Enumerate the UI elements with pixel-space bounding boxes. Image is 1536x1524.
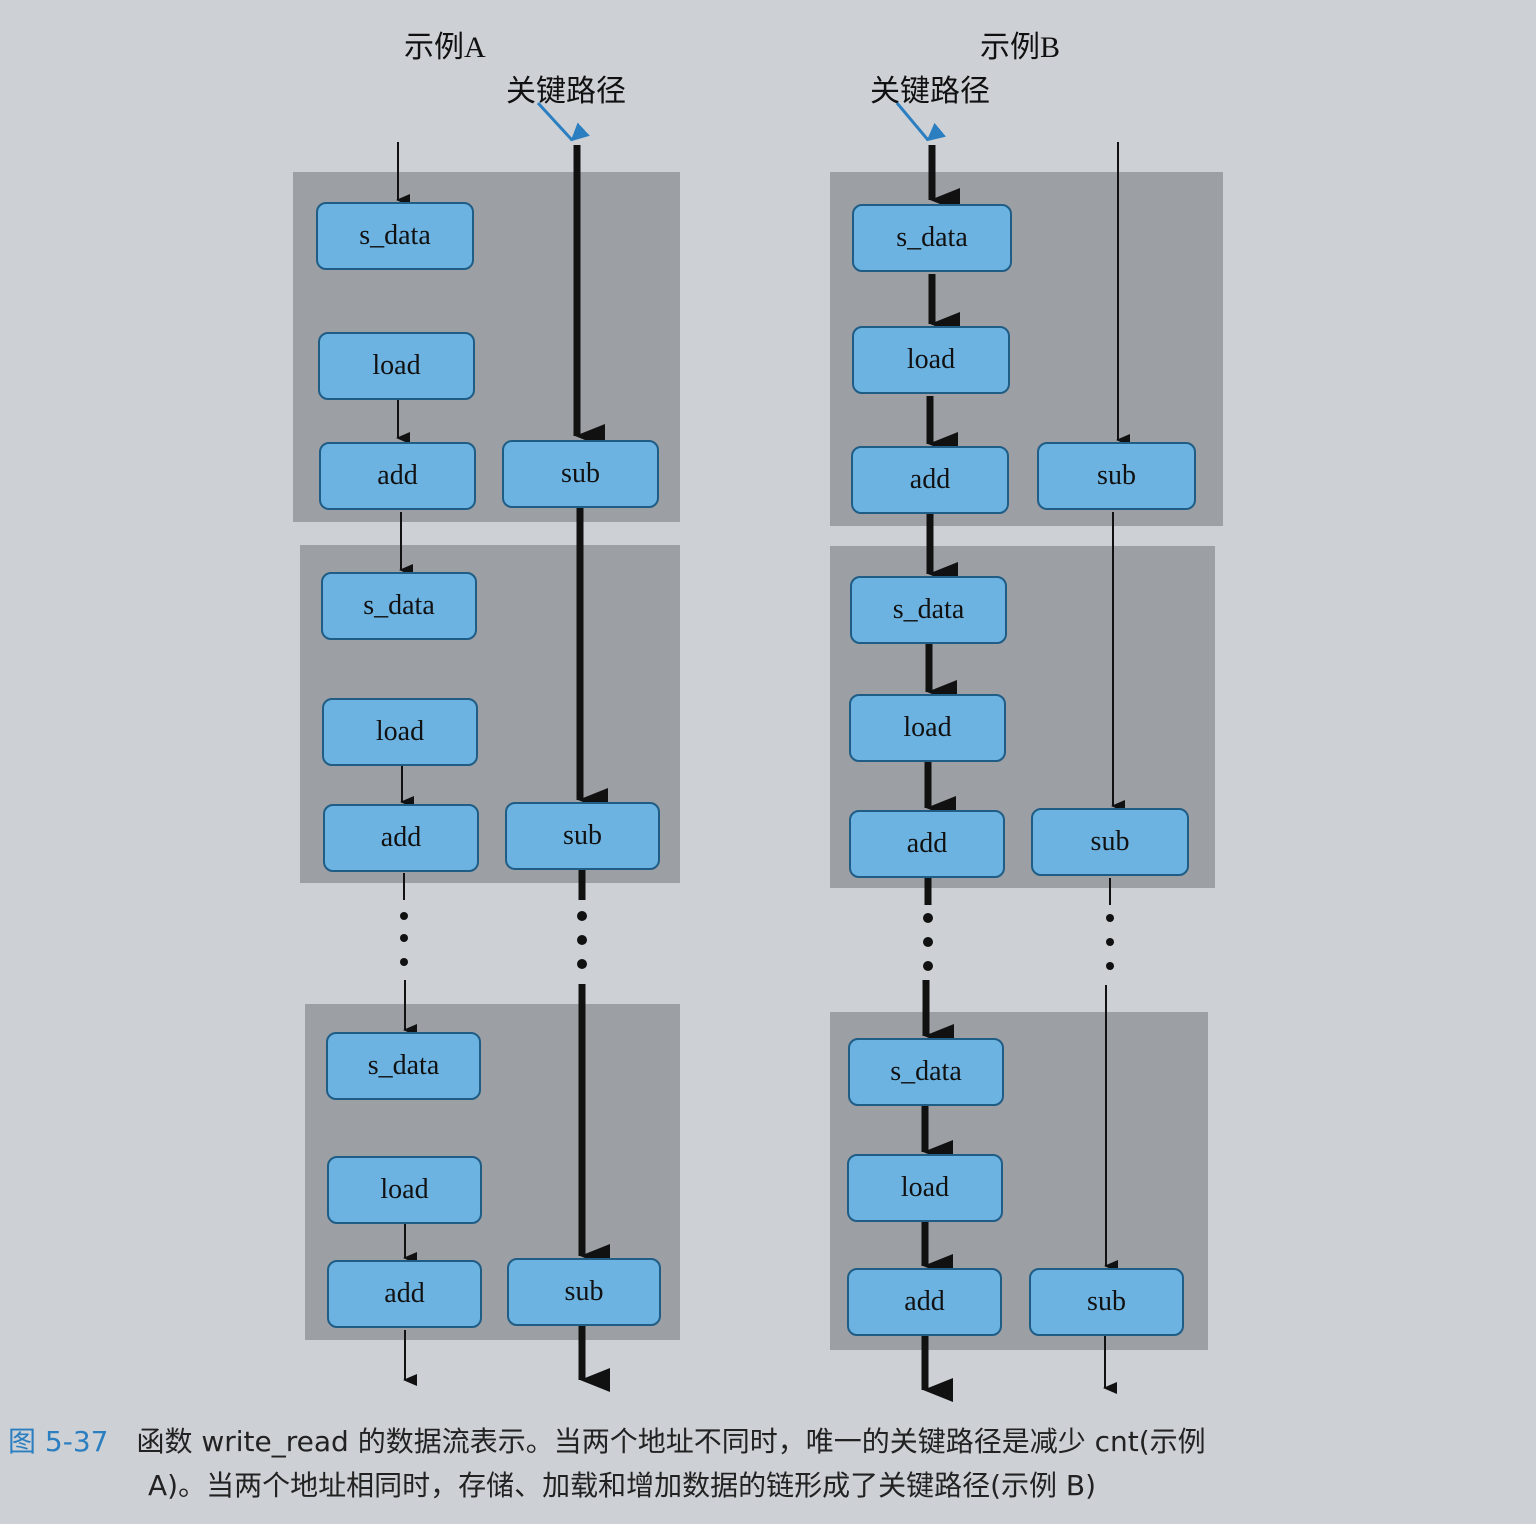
a2-add: add [323,804,479,872]
example-b-critical-dots [923,913,933,971]
b1-load: load [852,326,1010,394]
b2-sub: sub [1031,808,1189,876]
figure-number: 图 5-37 [8,1425,109,1458]
example-a-critical-label: 关键路径 [506,75,626,108]
example-b-title: 示例B [980,31,1061,64]
a1-sub: sub [502,440,659,508]
critical-pointer-a [536,101,590,142]
a3-s-data: s_data [326,1032,481,1100]
b1-sub: sub [1037,442,1196,510]
b3-sub: sub [1029,1268,1184,1336]
b2-load: load [849,694,1006,762]
a2-load: load [322,698,478,766]
b2-add: add [849,810,1005,878]
example-b-critical-path [921,145,960,1402]
figure-caption: 图 5-37 函数 write_read 的数据流表示。当两个地址不同时，唯一的关… [8,1420,1518,1508]
a2-s-data: s_data [321,572,477,640]
a3-sub: sub [507,1258,661,1326]
a1-s-data: s_data [316,202,474,270]
example-a-critical-path [573,145,610,1392]
example-a-critical-dots [577,911,587,969]
caption-text-1: 函数 write_read 的数据流表示。当两个地址不同时，唯一的关键路径是减少… [136,1425,1206,1458]
b1-add: add [851,446,1009,514]
a1-add: add [319,442,476,510]
example-a-data-chain [396,142,417,1386]
a3-add: add [327,1260,482,1328]
example-b-critical-label: 关键路径 [870,75,990,108]
caption-line-1: 图 5-37 函数 write_read 的数据流表示。当两个地址不同时，唯一的关… [8,1420,1518,1464]
example-a-title: 示例A [404,31,486,64]
example-a-data-dots [400,912,408,966]
caption-text-2: A)。当两个地址相同时，存储、加载和增加数据的链形成了关键路径(示例 B) [148,1469,1097,1502]
b3-load: load [847,1154,1003,1222]
caption-line-2: A)。当两个地址相同时，存储、加载和增加数据的链形成了关键路径(示例 B) [8,1464,1518,1508]
b2-s-data: s_data [850,576,1007,644]
a1-load: load [318,332,475,400]
critical-pointer-b [895,102,947,142]
a3-load: load [327,1156,482,1224]
a2-sub: sub [505,802,660,870]
b1-s-data: s_data [852,204,1012,272]
b3-s-data: s_data [848,1038,1004,1106]
b3-add: add [847,1268,1002,1336]
example-b-sub-chain [1103,142,1130,1394]
example-b-sub-dots [1106,914,1114,970]
